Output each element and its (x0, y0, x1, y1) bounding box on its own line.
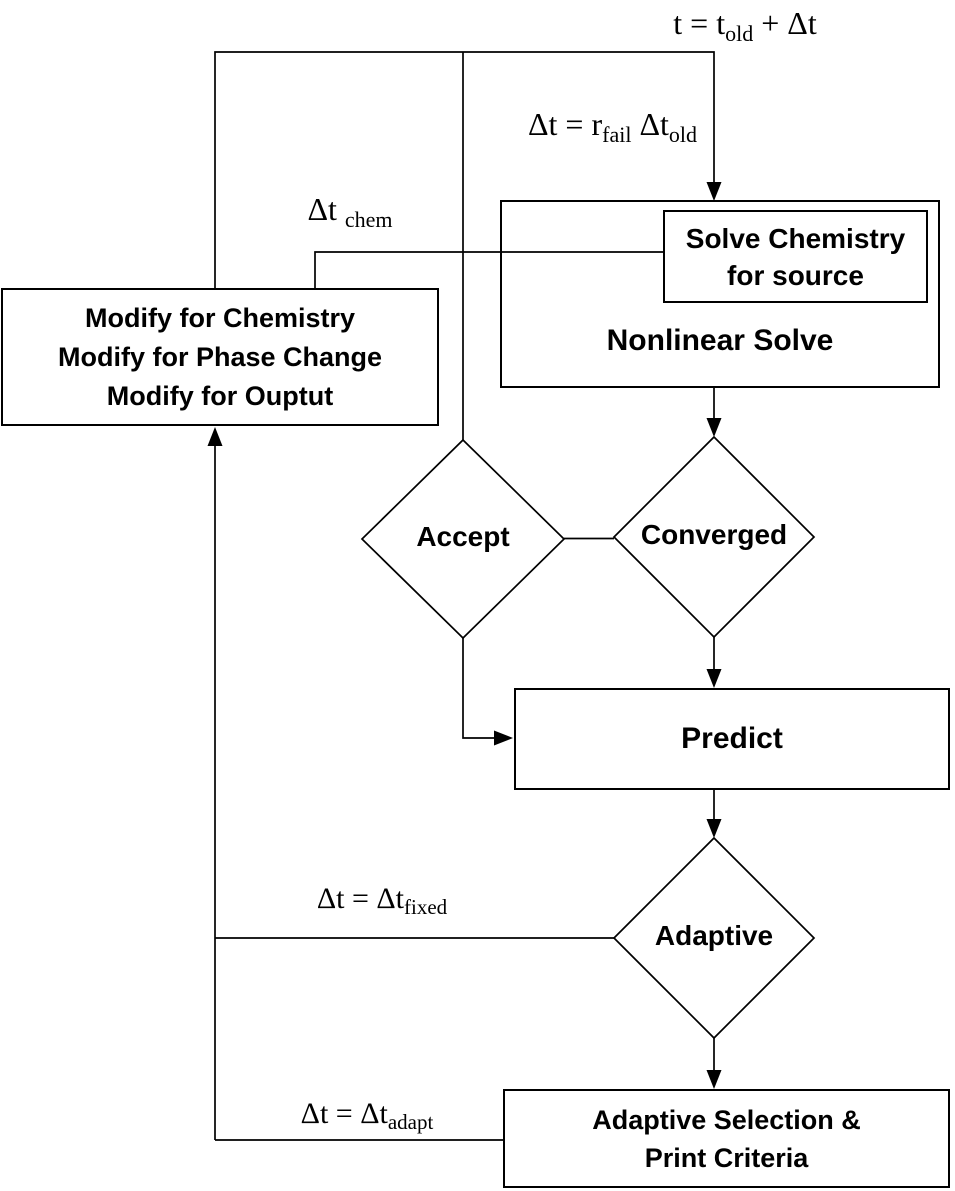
solve-chemistry-line2: for source (727, 259, 864, 291)
adaptive-diamond (612, 836, 816, 1040)
formula-text: Δt = Δt (300, 1097, 388, 1130)
label-dt-fail-formula: Δt = rfail Δtold (465, 100, 760, 148)
connector-recycle-top (214, 51, 715, 289)
label-dt-chem-formula: Δt chem (285, 186, 415, 232)
arrowhead-into-predict-top (706, 669, 722, 688)
arrowhead-into-converged (706, 418, 722, 437)
predict-label: Predict (681, 722, 783, 755)
nonlinear-solve-box: Nonlinear Solve (500, 200, 940, 388)
label-time-update-formula: t = told + Δt (630, 2, 860, 46)
formula-text: Δt = Δt (316, 882, 405, 915)
formula-text: + Δt (753, 5, 817, 41)
nonlinear-solve-label: Nonlinear Solve (606, 324, 834, 357)
adaptive-label: Adaptive (654, 920, 774, 951)
predict-box: Predict (514, 688, 950, 790)
connector-dt-chem (314, 251, 663, 289)
solve-chemistry-line1: Solve Chemistry (685, 222, 906, 254)
modify-box: Modify for Chemistry Modify for Phase Ch… (1, 288, 439, 426)
modify-line1: Modify for Chemistry (84, 302, 356, 333)
adaptive-selection-box: Adaptive Selection & Print Criteria (503, 1089, 950, 1188)
modify-line2: Modify for Phase Change (57, 341, 383, 372)
formula-subscript: fixed (404, 895, 448, 919)
arrowhead-into-predict-left (494, 730, 513, 746)
accept-label: Accept (416, 521, 510, 552)
arrowhead-into-adaptive-selection (706, 1070, 722, 1089)
adaptive-selection-line1: Adaptive Selection & (592, 1104, 861, 1135)
arrowhead-into-modify (207, 427, 223, 446)
formula-subscript: fail (602, 122, 632, 147)
accept-diamond (360, 438, 566, 640)
formula-subscript: old (668, 122, 698, 147)
solve-chemistry-box: Solve Chemistry for source (663, 210, 928, 303)
formula-subscript: adapt (387, 1110, 434, 1134)
formula-text: Δt (307, 191, 345, 227)
formula-subscript: old (725, 21, 754, 46)
formula-subscript: chem (344, 207, 393, 232)
adaptive-selection-line2: Print Criteria (644, 1142, 809, 1173)
label-dt-fixed-formula: Δt = Δtfixed (272, 876, 492, 922)
converged-diamond (612, 435, 816, 639)
arrowhead-into-nonlinear-solve (706, 182, 722, 201)
formula-text: Δt (631, 106, 669, 142)
connector-accept-to-predict (462, 638, 496, 739)
formula-text: Δt = r (527, 106, 603, 142)
modify-line3: Modify for Ouptut (106, 380, 334, 411)
formula-text: t = t (673, 5, 726, 41)
label-dt-adapt-formula: Δt = Δtadapt (267, 1092, 467, 1136)
converged-label: Converged (640, 519, 788, 550)
arrowhead-into-adaptive (706, 819, 722, 838)
